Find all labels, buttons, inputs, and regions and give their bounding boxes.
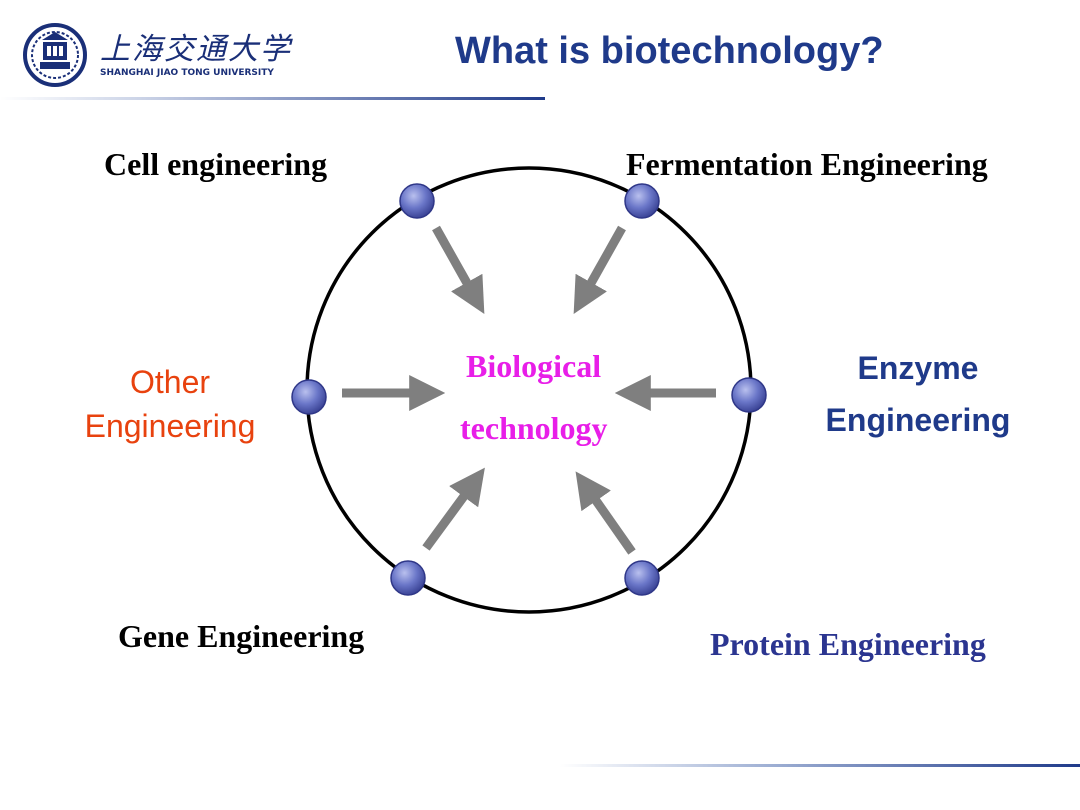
label-cell-engineering: Cell engineering [104, 146, 328, 182]
footer-divider [560, 764, 1080, 767]
header-divider [0, 97, 545, 100]
node-dot-gene [390, 560, 426, 596]
logo-english-text: SHANGHAI JIAO TONG UNIVERSITY [100, 68, 274, 78]
logo-chinese-text: 上海交通大学 [100, 32, 292, 67]
page-title: What is biotechnology? [455, 30, 884, 72]
center-line-1: Biological [466, 348, 602, 384]
arrow-gene [422, 467, 485, 551]
university-logo: 上海交通大学 SHANGHAI JIAO TONG UNIVERSITY [22, 22, 290, 88]
label-protein-engineering: Protein Engineering [710, 626, 986, 662]
label-gene-engineering: Gene Engineering [118, 618, 365, 654]
node-dot-cell [399, 183, 435, 219]
label-other-line-2: Engineering [84, 408, 256, 444]
university-seal-icon [23, 23, 87, 87]
center-line-2: technology [460, 410, 608, 446]
node-dot-other [291, 379, 327, 415]
label-enzyme-line-2: Engineering [825, 402, 1011, 438]
label-enzyme-line-1: Enzyme [857, 350, 979, 386]
node-dot-enzyme [731, 377, 767, 413]
label-fermentation-engineering: Fermentation Engineering [626, 146, 988, 182]
node-dot-fermentation [624, 183, 660, 219]
node-dot-protein [624, 560, 660, 596]
label-other-line-1: Other [129, 364, 211, 400]
arrow-cell [432, 225, 485, 314]
arrow-fermentation [573, 225, 626, 314]
arrow-protein [575, 471, 636, 555]
